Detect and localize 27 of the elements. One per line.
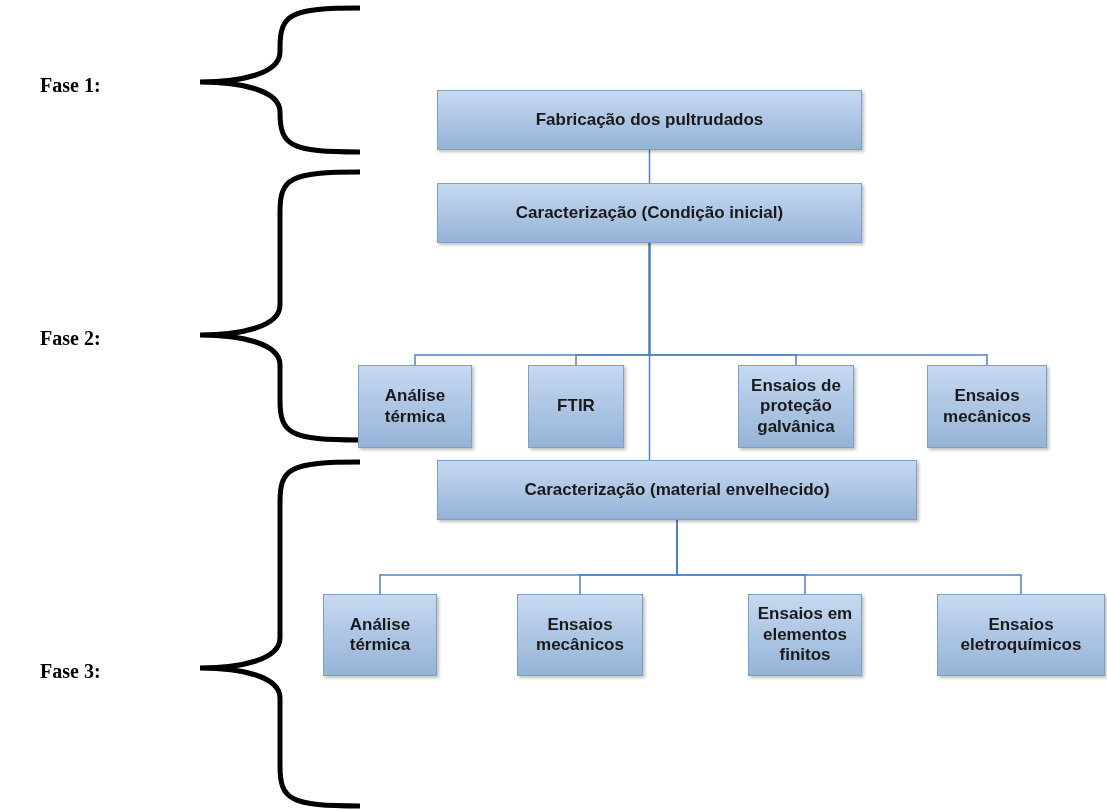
box-text: Caracterização (Condição inicial) xyxy=(515,202,784,224)
phase-label: Fase 3: xyxy=(40,659,101,684)
process-box xyxy=(937,594,1105,676)
box-text: Análise térmica xyxy=(348,614,412,656)
box-text: Análise térmica xyxy=(383,386,447,427)
box-text: Ensaios eletroquímicos xyxy=(959,614,1083,656)
box-text: Fabricação dos pultrudados xyxy=(535,109,764,131)
process-box xyxy=(517,594,643,676)
box-text: Ensaios de proteção galvânica xyxy=(750,375,842,438)
process-box xyxy=(437,460,917,520)
phase-label: Fase 1: xyxy=(40,73,101,98)
process-box xyxy=(528,365,624,448)
box-text: Ensaios mecânicos xyxy=(942,386,1032,427)
phase-label: Fase 2: xyxy=(40,326,101,351)
box-text: Caracterização (material envelhecido) xyxy=(524,479,830,501)
connector-line xyxy=(648,149,651,184)
process-box xyxy=(323,594,437,676)
process-box xyxy=(358,365,472,448)
process-box xyxy=(748,594,862,676)
box-text: Ensaios mecânicos xyxy=(535,614,625,656)
connector-line xyxy=(648,242,651,461)
process-box xyxy=(738,365,854,448)
process-box xyxy=(437,90,862,150)
box-text: Ensaios em elementos finitos xyxy=(756,604,854,666)
process-box xyxy=(927,365,1047,448)
box-text: FTIR xyxy=(557,396,595,417)
process-box xyxy=(437,183,862,243)
